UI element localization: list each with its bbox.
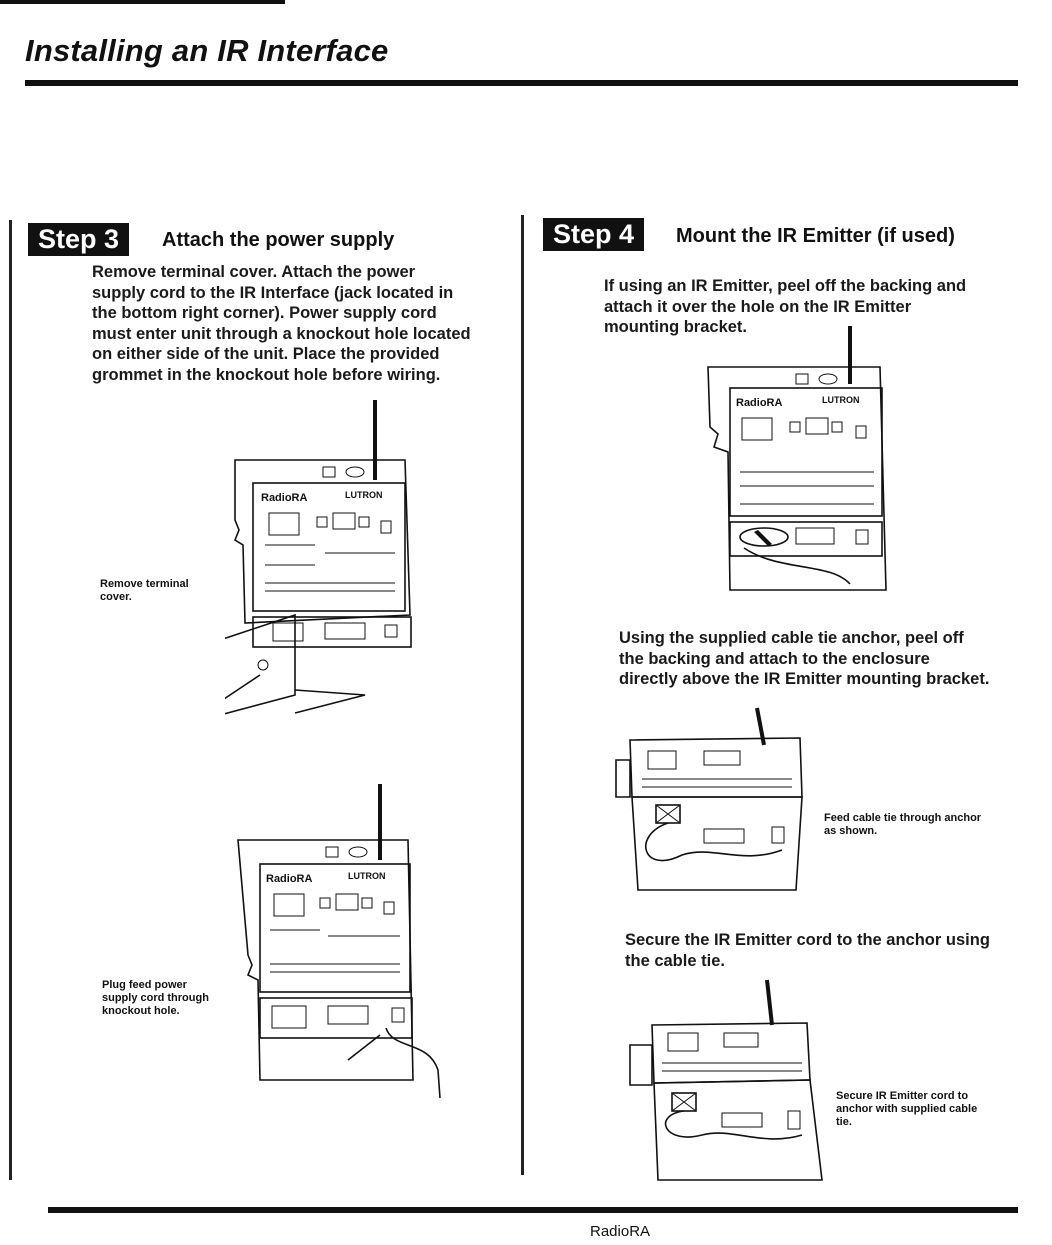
step3-line: Remove terminal cover. Attach the power: [92, 263, 416, 281]
footer-label: RadioRA: [590, 1223, 651, 1240]
step3-line: on either side of the unit. Place the pr…: [92, 345, 440, 363]
top-corner-bar: [0, 0, 285, 4]
step4-anchor-text: Using the supplied cable tie anchor, pee…: [619, 629, 990, 688]
step4-title: Mount the IR Emitter (if used): [676, 225, 955, 247]
step3-line: grommet in the knockout hole before wiri…: [92, 365, 441, 384]
caption-remove-cover: Remove terminal cover.: [100, 578, 189, 603]
illustration-plug-cord: RadioRA LUTRON: [237, 784, 441, 1099]
column-divider: [521, 215, 524, 1175]
step3-line: the bottom right corner). Power supply c…: [92, 304, 437, 322]
step3-line: supply cord to the IR Interface (jack lo…: [92, 283, 454, 302]
illustration-emitter-bracket: RadioRA LUTRON: [707, 326, 887, 591]
svg-text:RadioRA: RadioRA: [266, 873, 313, 885]
step3-instructions: Remove terminal cover. Attach the power …: [92, 262, 517, 385]
footer-rule: [48, 1207, 1018, 1213]
header-rule: [25, 80, 1018, 86]
page-title: Installing an IR Interface: [25, 33, 389, 68]
svg-text:LUTRON: LUTRON: [822, 395, 860, 405]
left-margin-line: [9, 220, 12, 1180]
illustration-remove-cover: RadioRA LUTRON: [225, 400, 412, 715]
device-maker: LUTRON: [345, 490, 383, 500]
step4-intro: If using an IR Emitter, peel off the bac…: [604, 277, 967, 336]
svg-text:LUTRON: LUTRON: [348, 871, 386, 881]
caption-feed-tie: Feed cable tie through anchor as shown.: [824, 812, 982, 837]
svg-text:RadioRA: RadioRA: [736, 397, 783, 409]
caption-plug-cord: Plug feed power supply cord through knoc…: [102, 979, 209, 1017]
device-brand: RadioRA: [261, 492, 308, 504]
step3-tag: Step 3: [28, 223, 130, 256]
illustration-secure-cord: [629, 979, 823, 1181]
step4-secure-text: Secure the IR Emitter cord to the anchor…: [625, 931, 990, 970]
illustration-feed-cable-tie: [615, 707, 803, 891]
step3-title: Attach the power supply: [162, 229, 395, 251]
step4-tag: Step 4: [543, 218, 645, 251]
step3-line: must enter unit through a knockout hole …: [92, 324, 471, 343]
caption-secure-cord: Secure IR Emitter cord to anchor with su…: [836, 1090, 978, 1128]
